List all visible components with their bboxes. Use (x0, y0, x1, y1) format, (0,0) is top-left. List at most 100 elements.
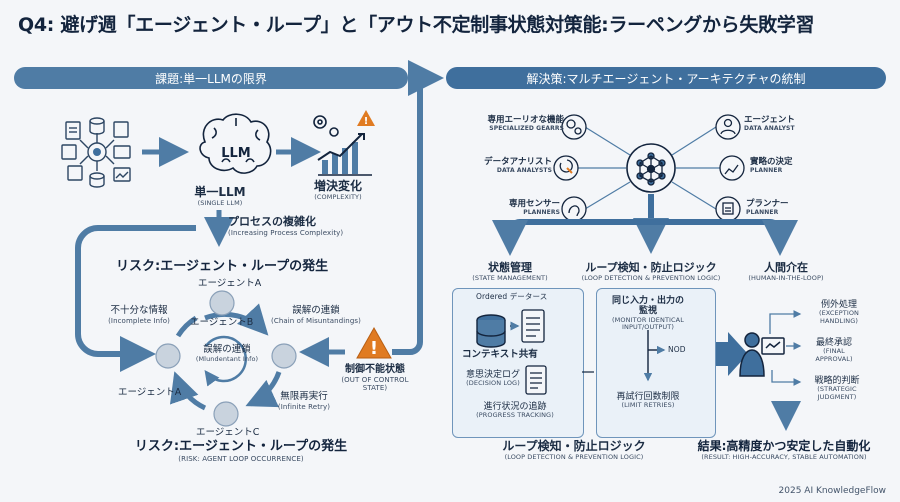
human-branches (769, 310, 802, 386)
state-management-label: 状態管理 (STATE MANAGEMENT) (460, 261, 560, 282)
footer-credit: 2025 AI KnowledgeFlow (778, 486, 886, 496)
loop-detection-label: ループ検知・防止ロジック (LOOP DETECTION & PREVENTIO… (576, 261, 726, 282)
complexity-label: 増決変化 (COMPLEXITY) (296, 179, 380, 201)
complexity-en: (COMPLEXITY) (314, 192, 362, 201)
retry-jp: 無限再実行 (280, 391, 328, 402)
loop-detection-bottom-label: ループ検知・防止ロジック (LOOP DETECTION & PREVENTIO… (476, 439, 672, 461)
spoke-1-jp: データアナリスト (484, 157, 552, 167)
warning-icon-small: ! (357, 110, 375, 127)
spoke-1-label: データアナリスト DATA ANALYSTS (456, 157, 552, 175)
chain-jp: 誤解の連鎖 (292, 305, 340, 316)
chain-misunderstanding-label: 誤解の連鎖 (Chain of Misuntandings) (268, 305, 364, 325)
document-icon (521, 309, 547, 395)
exception-handling-label: 例外処理 (EXCEPTION HANDLING) (804, 300, 874, 325)
infinite-retry-label: 無限再実行 (Infinite Retry) (268, 391, 340, 411)
spoke-5-label: プランナー PLANNER (746, 199, 789, 217)
loop-jp: ループ検知・防止ロジック (585, 261, 717, 274)
strategic-en1: (STRATEGIC (817, 385, 857, 394)
spoke-4-label: 實略の決定 PLANNER (750, 157, 793, 175)
brain-icon (199, 113, 272, 174)
progress-en: (PROGRESS TRACKING) (476, 411, 554, 420)
limit-retries-label: 再試行回数制限 (LIMIT RETRIES) (606, 392, 690, 410)
spoke-icons (553, 114, 745, 222)
spoke-5-en: PLANNER (746, 208, 779, 216)
result-en: (RESULT: HIGH-ACCURACY, STABLE AUTOMATIO… (701, 452, 867, 461)
center-jp: 誤解の連鎖 (203, 344, 251, 355)
limit-jp: 再試行回数制限 (616, 392, 680, 402)
strategic-en2: JUDGMENT) (817, 392, 857, 401)
state-jp: 状態管理 (488, 261, 532, 274)
spoke-1-en: DATA ANALYSTS (496, 166, 552, 174)
nod-label: NOD (668, 345, 686, 354)
agent-node-left (155, 343, 181, 369)
same-io-jp2: 監視 (638, 306, 657, 317)
risk-bottom-jp: リスク:エージェント・ループの発生 (134, 439, 348, 454)
spoke-3-jp: エージェント (744, 115, 795, 125)
right-section-header: 解決策:マルチエージェント・アーキテクチャの統制 (446, 67, 886, 89)
chain-en: (Chain of Misuntandings) (271, 316, 361, 325)
arrow-hub-to-state (492, 219, 651, 256)
spoke-4-en: PLANNER (750, 166, 783, 174)
agent-node-right (271, 343, 297, 369)
connector-problem-to-solution (392, 60, 444, 355)
spoke-4-jp: 實略の決定 (750, 157, 793, 167)
exception-jp: 例外処理 (820, 300, 857, 310)
hub-spokes (578, 126, 720, 210)
decision-jp: 意思決定ログ (465, 370, 520, 380)
single-llm-en: (SINGLE LLM) (197, 198, 243, 207)
ordered-database-label: Ordered データース (476, 292, 548, 301)
exception-en1: (EXCEPTION (818, 309, 860, 318)
same-io-jp1: 同じ入力・出力の (611, 296, 684, 306)
spoke-5-jp: プランナー (746, 199, 789, 209)
final-en2: APPROVAL) (815, 354, 853, 363)
exception-en2: HANDLING) (819, 316, 859, 325)
llm-icon-text: LLM (221, 146, 251, 161)
left-feedback-arrow (75, 225, 196, 372)
progress-jp: 進行状況の追跡 (483, 402, 547, 412)
left-section-header: 課題:単一LLMの限界 (14, 67, 408, 89)
agent-c-label: エージェントC (196, 427, 260, 438)
agent-b-label: エージェントB (190, 317, 254, 328)
result-label: 結果:高精度かつ安定した自動化 (RESULT: HIGH-ACCURACY, … (684, 439, 884, 461)
process-jp: プロセスの複雑化 (228, 215, 316, 228)
arrow-to-human (716, 332, 748, 376)
agent-node-a (209, 290, 235, 316)
agent-node-c (213, 401, 239, 427)
human-operator-icon (739, 332, 785, 377)
warning-icon-large: ! (356, 326, 392, 359)
hub-network-icon (626, 143, 676, 193)
progress-tracking-label: 進行状況の追跡 (PROGRESS TRACKING) (458, 402, 572, 420)
agent-loop-cycle (155, 290, 297, 427)
risk-heading-bottom: リスク:エージェント・ループの発生 (RISK: AGENT LOOP OCCU… (110, 439, 372, 463)
svg-text:!: ! (370, 338, 378, 359)
strategic-jp: 戦略的判断 (814, 376, 860, 386)
result-jp: 結果:高精度かつ安定した自動化 (697, 439, 871, 453)
page-title: Q4: 避げ週「エージェント・ループ」と「アウト不定制事状態対策能:ラーペングか… (18, 14, 815, 36)
decision-log-label: 意思決定ログ (DECISION LOG) (458, 370, 528, 388)
single-llm-label: 単一LLM (SINGLE LLM) (184, 185, 256, 207)
strategic-judgment-label: 戦略的判断 (STRATEGIC JUDGMENT) (802, 376, 872, 401)
context-sharing-label: コンテキスト共有 (462, 349, 538, 360)
loop-detection-panel (596, 288, 716, 438)
spoke-3-en: DATA ANALYST (744, 124, 795, 132)
database-icon (476, 314, 506, 348)
spoke-2-en: PLANNERS (523, 208, 560, 216)
state-management-panel (452, 288, 584, 438)
same-io-en1: (MONITOR IDENTICAL (612, 315, 684, 324)
agent-a-bottom-label: エージェントA (118, 387, 182, 398)
agent-a-top-label: エージェントA (198, 278, 262, 289)
spoke-0-label: 専用エーリオな機能 SPECIALIZED GEARRS (474, 115, 564, 133)
data-sources-icon (61, 117, 131, 188)
center-en: (Mlundentant Info) (195, 354, 259, 363)
risk-bottom-en: (RISK: AGENT LOOP OCCURRENCE) (178, 454, 304, 463)
incomplete-info-label: 不十分な情報 (Incomplete Info) (104, 305, 174, 325)
process-complexity-label: プロセスの複雑化 (Increasing Process Complexity) (228, 215, 343, 237)
loop-bottom-en: (LOOP DETECTION & PREVENTION LOGIC) (504, 452, 644, 461)
loop-en: (LOOP DETECTION & PREVENTION LOGIC) (581, 273, 721, 282)
incomplete-en: (Incomplete Info) (108, 316, 170, 325)
human-en: (HUMAN-IN-THE-LOOP) (748, 273, 824, 282)
human-jp: 人間介在 (764, 261, 808, 274)
final-jp: 最終承認 (815, 338, 852, 348)
limit-en: (LIMIT RETRIES) (621, 401, 675, 410)
